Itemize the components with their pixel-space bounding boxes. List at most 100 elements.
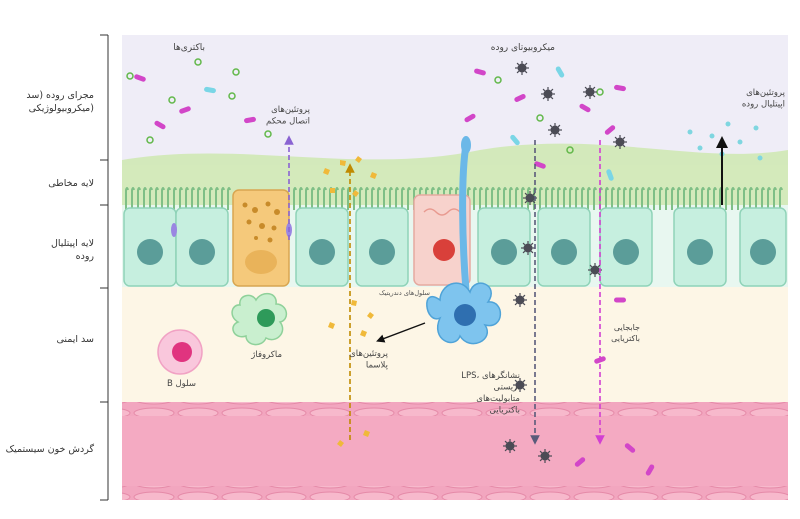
bacterium-coccus	[146, 136, 154, 144]
microvillus	[509, 187, 513, 210]
lps-spike	[589, 272, 593, 276]
microvillus	[641, 187, 645, 210]
microvillus	[605, 187, 609, 210]
lps-spike	[539, 450, 543, 454]
blood-wall-bottom	[122, 486, 788, 500]
microvillus	[623, 187, 627, 210]
microvillus	[425, 187, 429, 210]
bacterium-rod	[464, 113, 476, 123]
microvillus	[545, 187, 549, 210]
lps-spike	[622, 144, 626, 148]
lps-spike	[504, 440, 508, 444]
lps-particle	[615, 137, 625, 147]
microvillus	[149, 187, 153, 210]
microvillus	[125, 187, 129, 210]
lps-spike	[522, 242, 526, 246]
bacterium-coccus	[228, 92, 236, 100]
microvillus	[527, 187, 531, 210]
lps-spike	[530, 250, 534, 254]
microvillus	[521, 187, 525, 210]
lps-spike	[549, 124, 553, 128]
lps-spike	[524, 62, 528, 66]
microvillus	[737, 187, 741, 210]
microvillus	[317, 187, 321, 210]
microvillus	[155, 187, 159, 210]
microvillus	[569, 187, 573, 210]
bacterium-coccus	[126, 72, 134, 80]
lps-spike	[547, 458, 551, 462]
blood-lumen	[122, 416, 788, 486]
lps-spike	[514, 294, 518, 298]
lps-spike	[542, 88, 546, 92]
macrophage	[231, 292, 288, 346]
lps-spike	[514, 387, 518, 391]
bacterium-rod	[474, 68, 486, 76]
lps-particle	[585, 87, 595, 97]
microvillus	[395, 187, 399, 210]
microvillus	[749, 187, 753, 210]
lps-spike	[542, 96, 546, 100]
microvillus	[653, 187, 657, 210]
b-cell	[157, 329, 203, 375]
microvillus	[629, 187, 633, 210]
bacterium-rod	[510, 134, 520, 146]
microvillus	[185, 187, 189, 210]
microvillus	[689, 187, 693, 210]
microvillus	[635, 187, 639, 210]
lps-spike	[514, 379, 518, 383]
lps-spike	[524, 200, 528, 204]
epithelial-nucleus	[687, 239, 713, 265]
microvillus	[707, 187, 711, 210]
lps-spike	[532, 192, 536, 196]
microvillus	[725, 187, 729, 210]
microvillus	[575, 187, 579, 210]
bacterium-rod	[614, 84, 626, 92]
dendritic-label: سلول‌های دندریتیک	[379, 289, 430, 297]
microvillus	[167, 187, 171, 210]
microvillus	[131, 187, 135, 210]
microvillus	[617, 187, 621, 210]
microvillus	[659, 187, 663, 210]
lps-spike	[512, 448, 516, 452]
goblet-cell	[171, 189, 292, 287]
bacterium-rod	[534, 161, 546, 169]
microvillus	[401, 187, 405, 210]
lps-spike	[504, 448, 508, 452]
lps-particle	[540, 451, 550, 461]
lps-spike	[539, 458, 543, 462]
microvillus	[731, 187, 735, 210]
microvillus	[647, 187, 651, 210]
microvillus	[383, 187, 387, 210]
microvillus	[539, 187, 543, 210]
epithelial-nucleus	[137, 239, 163, 265]
microvillus	[695, 187, 699, 210]
bacterium-rod	[645, 464, 655, 476]
layer-label-mucus: لایه مخاطی	[48, 178, 94, 189]
dendritic-sampling-arrow	[376, 322, 426, 343]
lps-spike	[524, 192, 528, 196]
bacterium-coccus	[536, 114, 544, 122]
microvillus	[455, 187, 459, 210]
microvillus	[227, 187, 231, 210]
bacterium-coccus	[566, 146, 574, 154]
bacterium-rod	[606, 169, 614, 181]
microvillus	[449, 187, 453, 210]
lps-particle	[523, 243, 533, 253]
lumen-band	[122, 35, 788, 165]
lps-spike	[550, 96, 554, 100]
microvillus	[437, 187, 441, 210]
lps-spike	[592, 86, 596, 90]
microvillus	[203, 187, 207, 210]
microvillus	[305, 187, 309, 210]
bacterium-rod	[134, 74, 146, 82]
lps-spike	[549, 132, 553, 136]
microvillus	[593, 187, 597, 210]
lps-particle	[525, 193, 535, 203]
microvillus	[407, 187, 411, 210]
blood-wall-top	[122, 402, 788, 416]
lps-spike	[557, 132, 561, 136]
